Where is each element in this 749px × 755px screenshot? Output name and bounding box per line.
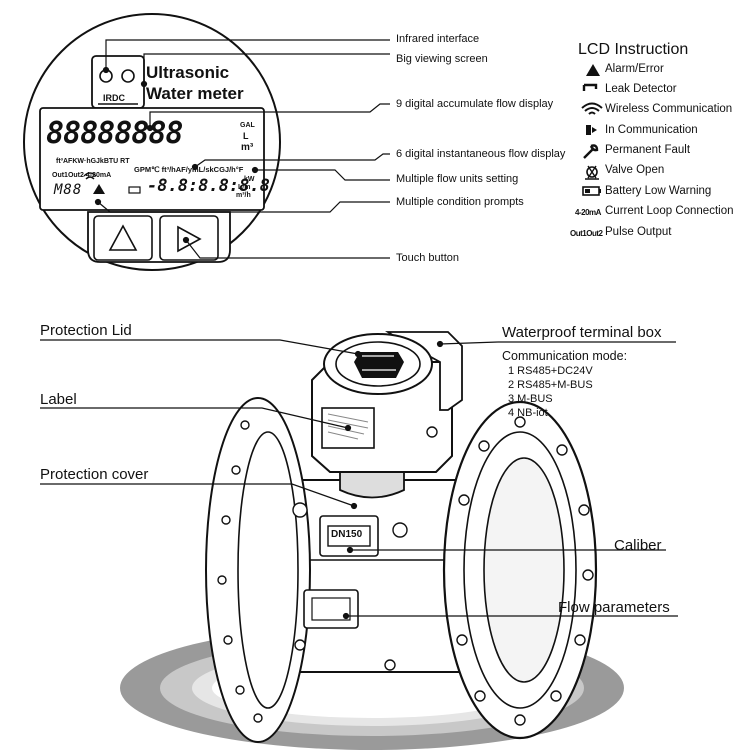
unit-gal: GAL bbox=[240, 122, 255, 129]
lcd-item-leak: Leak Detector bbox=[605, 83, 677, 95]
lcd-instruction-title: LCD Instruction bbox=[578, 41, 689, 58]
lcd-item-wireless: Wireless Communication bbox=[605, 103, 733, 115]
meter-title-line1: Ultrasonic bbox=[146, 63, 230, 82]
battery-icon bbox=[582, 186, 601, 196]
comm-mode-1: 1 RS485+DC24V bbox=[508, 365, 593, 377]
meter-face bbox=[23, 13, 281, 271]
comm-mode-3: 3 M-BUS bbox=[508, 393, 553, 405]
lcd-item-battery: Battery Low Warning bbox=[605, 185, 712, 197]
callout-accumulate: 9 digital accumulate flow display bbox=[396, 98, 554, 110]
pulse-output-icon: Out1Out2 bbox=[570, 229, 603, 238]
lcd-item-current-loop: Current Loop Connection bbox=[605, 205, 734, 217]
lcd-alarm-icon bbox=[93, 184, 105, 194]
outputs-row: Out1Out2 4-20mA bbox=[52, 172, 112, 179]
comm-mode-2: 2 RS485+M-BUS bbox=[508, 379, 593, 391]
label-flow-parameters: Flow parameters bbox=[558, 599, 670, 616]
callout-prompts: Multiple condition prompts bbox=[396, 196, 524, 208]
unit-l: L bbox=[243, 131, 249, 141]
instant-flow-digits: -8.8:8.8:8.8 bbox=[147, 176, 270, 196]
m-indicator: M88 bbox=[54, 182, 83, 198]
communication-title: Communication mode: bbox=[502, 349, 628, 363]
lcd-item-pulse: Pulse Output bbox=[605, 226, 672, 238]
lcd-battery-icon bbox=[128, 186, 141, 194]
in-communication-icon bbox=[586, 125, 597, 135]
brand-logo-text: IRDC bbox=[103, 93, 125, 103]
wrench-icon bbox=[583, 144, 599, 159]
unit-m3: m³ bbox=[241, 142, 254, 153]
callout-touch: Touch button bbox=[396, 252, 459, 264]
meter-title-line2: Water meter bbox=[146, 84, 244, 103]
lcd-item-alarm: Alarm/Error bbox=[605, 63, 664, 75]
wifi-icon bbox=[581, 102, 603, 115]
callout-units: Multiple flow units setting bbox=[396, 173, 519, 185]
current-loop-icon: 4-20mA bbox=[575, 208, 601, 217]
label-protection-cover: Protection cover bbox=[40, 466, 149, 483]
callout-infrared: Infrared interface bbox=[396, 33, 480, 45]
label-label: Label bbox=[40, 391, 77, 408]
callout-big-screen: Big viewing screen bbox=[396, 53, 488, 65]
lcd-item-fault: Permanent Fault bbox=[605, 144, 691, 156]
meter-body bbox=[120, 331, 624, 750]
comm-mode-4: 4 NB-iot bbox=[508, 407, 548, 419]
alarm-triangle-icon bbox=[586, 64, 600, 76]
leak-detector-icon bbox=[582, 83, 598, 91]
label-protection-lid: Protection Lid bbox=[40, 322, 132, 339]
lcd-item-communication: In Communication bbox=[605, 124, 698, 136]
label-terminal-box: Waterproof terminal box bbox=[502, 324, 662, 341]
meter-callout-lines bbox=[40, 339, 678, 620]
accumulate-flow-digits: 88888888 bbox=[46, 116, 183, 151]
gpm-row: GPM℃ ft³/hAF/ymL/skCGJ/h°F bbox=[134, 165, 244, 174]
callout-lines bbox=[94, 39, 390, 259]
label-caliber: Caliber bbox=[614, 537, 662, 554]
unit-m3h: m³/h bbox=[236, 192, 251, 199]
unit-lm: L/m bbox=[238, 184, 251, 191]
valve-icon bbox=[585, 165, 599, 180]
lcd-instruction-icons bbox=[581, 64, 603, 196]
unit-row: ft³AFKW·hGJkBTU RT bbox=[56, 158, 130, 165]
lcd-item-valve: Valve Open bbox=[605, 164, 665, 176]
callout-instantaneous: 6 digital instantaneous flow display bbox=[396, 148, 566, 160]
unit-kw: kW bbox=[244, 176, 255, 183]
lcd-wifi-icon bbox=[83, 172, 97, 180]
caliber-plate-text: DN150 bbox=[331, 529, 363, 540]
